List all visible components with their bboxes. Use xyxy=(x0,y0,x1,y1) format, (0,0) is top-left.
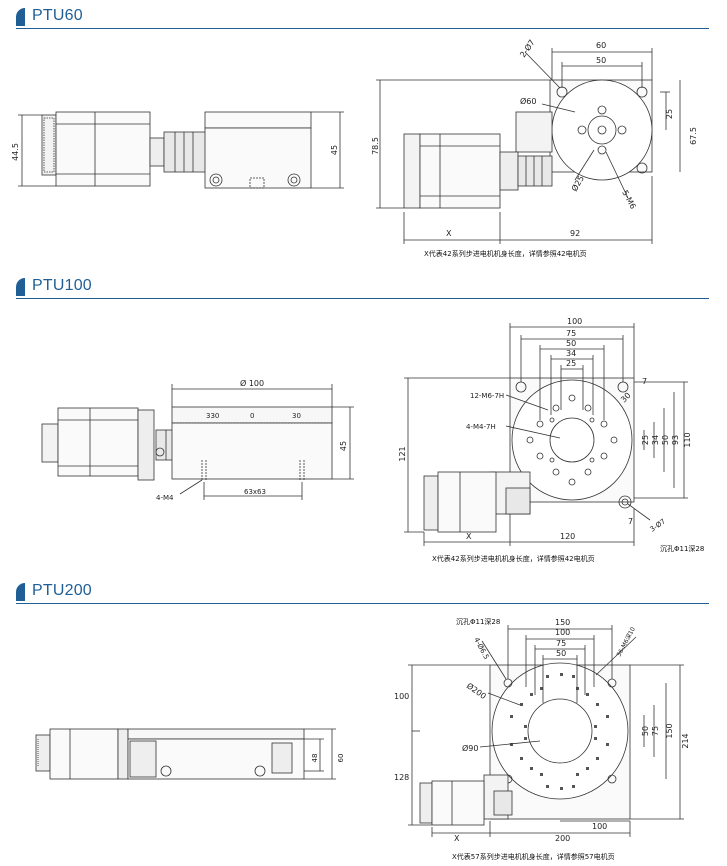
dim-x: X xyxy=(446,229,452,238)
counterbore-note: 沉孔Φ11深28 xyxy=(660,545,705,553)
dim-h48: 48 xyxy=(311,754,319,763)
header-tab-marker xyxy=(16,278,25,296)
dim-v75: 75 xyxy=(651,726,660,736)
dim-grid: 63x63 xyxy=(244,488,266,496)
dim-d78-5: 78.5 xyxy=(371,137,380,155)
ptu100-top-view xyxy=(404,323,688,546)
dim-m4: 4-M4-7H xyxy=(466,423,496,431)
ptu200-side-view xyxy=(35,728,336,780)
dim-d7b: 7 xyxy=(628,517,633,526)
section-header: PTU60 xyxy=(16,6,709,29)
dim-w50: 50 xyxy=(566,339,576,348)
section-header: PTU100 xyxy=(16,276,709,299)
ptu60-side-view xyxy=(18,111,344,189)
dim-w60: 60 xyxy=(596,41,606,50)
dim-v93: 93 xyxy=(671,435,680,445)
ptu60-top-view xyxy=(376,48,681,244)
section-ptu100: PTU100 Ø 100 330 0 xyxy=(0,270,727,575)
dim-d25: 25 xyxy=(665,109,674,119)
dim-w150: 150 xyxy=(555,618,570,627)
dim-w92: 92 xyxy=(570,229,580,238)
scale-330: 330 xyxy=(206,412,219,420)
dim-w100: 100 xyxy=(567,317,582,326)
dim-w120: 120 xyxy=(560,532,575,541)
dim-d67-5: 67.5 xyxy=(689,127,698,145)
dim-w50: 50 xyxy=(596,56,606,65)
ptu200-drawing: 48 60 xyxy=(35,618,690,843)
dim-w100: 100 xyxy=(555,628,570,637)
header-tab-marker xyxy=(16,583,25,601)
scale-30: 30 xyxy=(292,412,301,420)
ptu60-drawing: 44.5 45 xyxy=(11,38,698,244)
dim-v150: 150 xyxy=(665,723,674,738)
dim-v50: 50 xyxy=(661,435,670,445)
dim-height-left: 44.5 xyxy=(11,143,20,161)
dim-x: X xyxy=(466,532,472,541)
dim-m6: 12-M6-7H xyxy=(470,392,504,400)
dim-w100b: 100 xyxy=(592,822,607,831)
ptu100-drawing: Ø 100 330 0 30 45 4-M4 63x63 xyxy=(41,317,692,546)
dim-thread: 36-M6深10 xyxy=(615,625,637,658)
dim-m4: 4-M4 xyxy=(156,494,174,502)
scale-0: 0 xyxy=(250,412,254,420)
section-note: X代表57系列步进电机机身长度，详情参照57电机页 xyxy=(452,853,615,861)
ptu100-side-view xyxy=(41,384,354,500)
dim-d7a: 7 xyxy=(642,377,647,386)
dim-w34: 34 xyxy=(566,349,576,358)
section-note: X代表42系列步进电机机身长度，详情参照42电机页 xyxy=(432,555,595,563)
section-header: PTU200 xyxy=(16,581,709,604)
dim-holes: 3-Ø7 xyxy=(649,517,667,533)
section-note: X代表42系列步进电机机身长度，详情参照42电机页 xyxy=(424,250,587,258)
dim-h45: 45 xyxy=(339,441,348,451)
dim-h128: 128 xyxy=(394,773,409,782)
dim-height-right: 45 xyxy=(330,145,339,155)
ptu200-top-view xyxy=(408,625,684,837)
dim-w200: 200 xyxy=(555,834,570,843)
hole-pattern xyxy=(510,673,609,790)
counterbore-note: 沉孔Φ11深28 xyxy=(456,618,501,626)
dim-holes: 2-Ø7 xyxy=(517,38,536,60)
dim-v50: 50 xyxy=(641,726,650,736)
section-title: PTU200 xyxy=(32,582,92,599)
dim-dia200: Ø200 xyxy=(465,680,488,701)
dim-dia60: Ø60 xyxy=(520,96,536,106)
section-ptu60: PTU60 44.5 45 xyxy=(0,0,727,270)
dim-thread: 5-M6 xyxy=(620,189,637,211)
dim-w25: 25 xyxy=(566,359,576,368)
dim-w50: 50 xyxy=(556,649,566,658)
dim-h121: 121 xyxy=(398,446,407,461)
dim-v214: 214 xyxy=(681,733,690,748)
dim-dia100: Ø 100 xyxy=(240,378,264,388)
dim-holes: 4-Ø6.5 xyxy=(472,636,490,661)
dim-v25: 25 xyxy=(641,435,650,445)
dim-h60: 60 xyxy=(337,754,345,763)
dim-w75: 75 xyxy=(556,639,566,648)
section-title: PTU60 xyxy=(32,7,83,24)
dim-v34: 34 xyxy=(651,435,660,445)
section-ptu200: PTU200 48 60 xyxy=(0,575,727,866)
dim-dia90: Ø90 xyxy=(462,743,478,753)
dim-w75: 75 xyxy=(566,329,576,338)
dim-h100: 100 xyxy=(394,692,409,701)
header-tab-marker xyxy=(16,8,25,26)
dim-x: X xyxy=(454,834,460,843)
section-title: PTU100 xyxy=(32,277,92,294)
dim-v110: 110 xyxy=(683,432,692,447)
